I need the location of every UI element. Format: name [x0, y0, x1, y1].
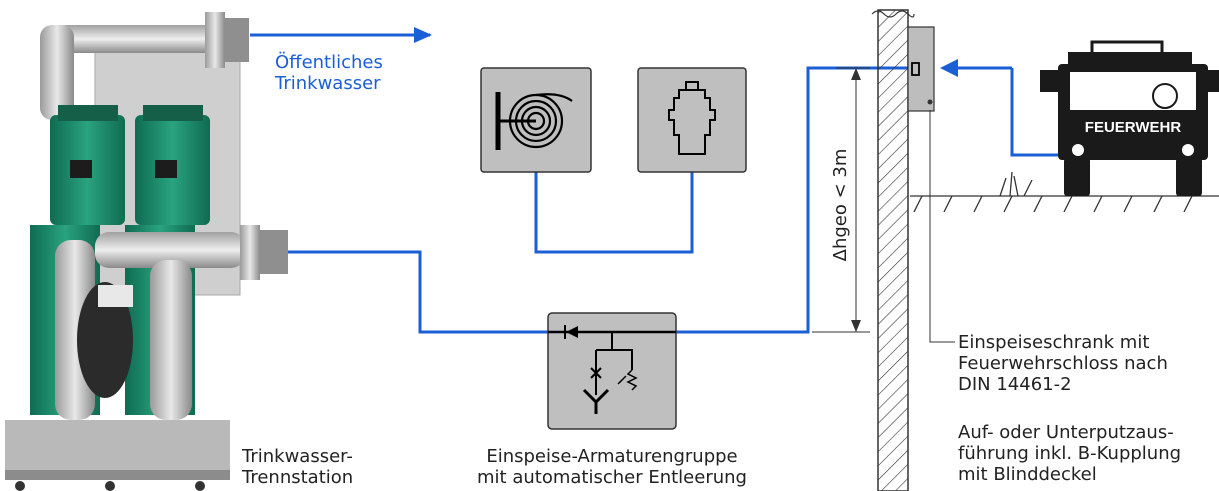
ground [910, 171, 1219, 213]
pump-station-photo [5, 12, 288, 491]
cabinet-line-2: Feuerwehrschloss nach [958, 353, 1168, 374]
public-water-line-1: Öffentliches [275, 52, 383, 73]
public-water-line-2: Trinkwasser [275, 73, 381, 94]
valve-group-line-1: Einspeise-Armaturengruppe [486, 446, 738, 467]
height-delta-label: Δhgeo < 3m [830, 149, 851, 262]
station-line-2: Trennstation [242, 467, 354, 488]
wall-cabinet-icon [907, 26, 935, 112]
valve-group-icon [547, 312, 677, 430]
station-line-1: Trinkwasser- [242, 446, 353, 467]
station-label: Trinkwasser- Trennstation [242, 446, 353, 488]
fire-truck-icon: FEUERWEHR [1040, 40, 1219, 196]
cabinet-label: Einspeiseschrank mit Feuerwehrschloss na… [958, 332, 1168, 395]
mounting-line-2: führung inkl. B-Kupplung [958, 443, 1182, 464]
arrow-feed-in [940, 59, 958, 77]
valve-group-line-2: mit automatischer Entleerung [477, 467, 747, 488]
truck-label: FEUERWEHR [1085, 119, 1182, 136]
pipe-consumers [534, 172, 694, 254]
height-dimension [812, 67, 870, 333]
public-water-label: Öffentliches Trinkwasser [275, 52, 383, 94]
valve-group-label: Einspeise-Armaturengruppe mit automatisc… [477, 446, 747, 488]
mounting-label: Auf- oder Unterputzaus- führung inkl. B-… [958, 422, 1181, 485]
arrow-public-water [414, 27, 432, 43]
mounting-line-1: Auf- oder Unterputzaus- [958, 422, 1174, 443]
cabinet-leader [929, 110, 955, 343]
hydrant-icon [637, 67, 747, 173]
wall [871, 9, 915, 491]
mounting-line-3: mit Blinddeckel [958, 464, 1097, 485]
cabinet-line-3: DIN 14461-2 [958, 374, 1072, 395]
pipe-truck [1010, 68, 1058, 157]
pipe-main [288, 66, 915, 334]
cabinet-line-1: Einspeiseschrank mit [958, 332, 1150, 353]
hose-reel-icon [480, 67, 592, 173]
